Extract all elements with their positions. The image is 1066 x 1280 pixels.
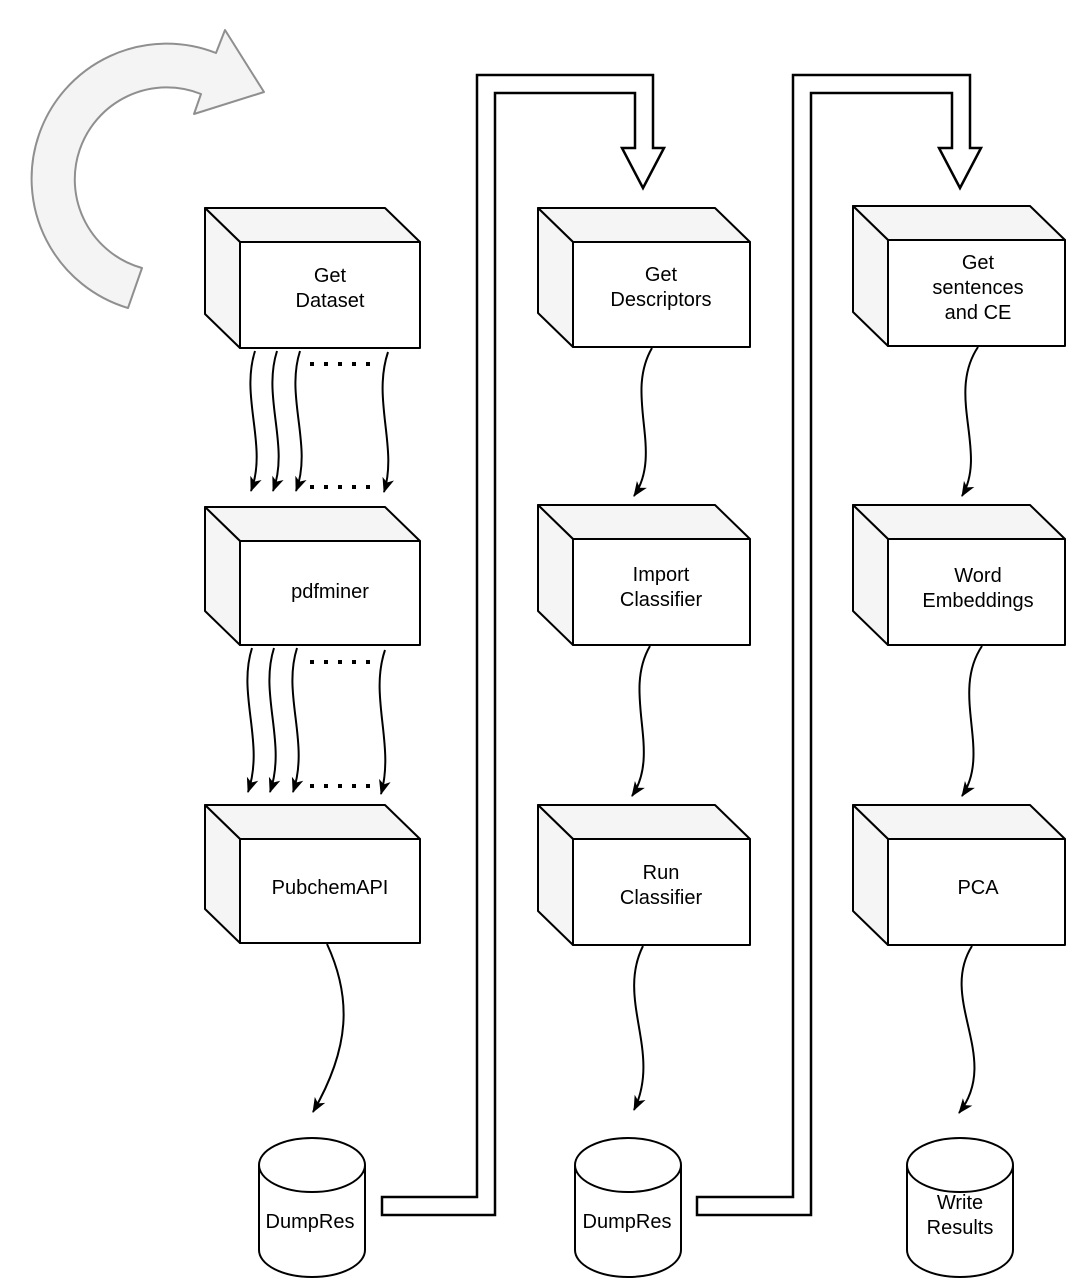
ellipsis-dots-row (310, 362, 370, 366)
wavy-arrow-getsentences-to-wordembeddings (961, 346, 979, 497)
box-front-face (572, 241, 751, 348)
wavy-arrow (381, 351, 394, 493)
wavy-arrow (268, 647, 281, 793)
wavy-arrow (291, 647, 304, 793)
box-top-face (204, 207, 421, 243)
wavy-arrows-getdataset-to-pdfminer (249, 350, 394, 493)
wavy-arrow (246, 647, 259, 793)
wavy-arrow-pca-to-writeresults (958, 945, 976, 1114)
pipe-arrow-dumpres2-to-getsentences (695, 73, 984, 1217)
node-dumpres-1: DumpRes (258, 1137, 366, 1278)
node-label: DumpRes (583, 1211, 672, 1233)
box-front-face (887, 538, 1066, 646)
box-top-face (204, 804, 421, 840)
wavy-arrow (271, 350, 284, 492)
wavy-arrow-getdescriptors-to-importclassifier (633, 347, 653, 497)
loop-arrow-icon (30, 29, 265, 309)
box-front-face (239, 241, 421, 349)
node-pubchemapi: PubchemAPI (204, 804, 421, 944)
wavy-arrow (294, 350, 307, 492)
cylinder-top (258, 1137, 366, 1193)
box-top-face (204, 506, 421, 542)
cylinder-body (906, 1165, 1014, 1278)
wavy-arrow-runclassifier-to-dumpres2 (633, 945, 646, 1111)
wavy-arrows-pdfminer-to-pubchemapi (246, 647, 391, 795)
wavy-arrow-pubchemapi-to-dumpres1 (312, 943, 345, 1113)
box-top-face (537, 207, 751, 243)
box-top-face (537, 504, 751, 540)
box-top-face (852, 804, 1066, 840)
cylinder-body (258, 1165, 366, 1278)
cylinder-top (574, 1137, 682, 1193)
node-label: pdfminer (291, 581, 369, 603)
node-dumpres-2: DumpRes (574, 1137, 682, 1278)
box-top-face (852, 205, 1066, 241)
ellipsis-dots-row (310, 485, 370, 489)
box-front-face (239, 540, 421, 646)
ellipsis-dots-row (310, 784, 370, 788)
node-pdfminer: pdfminer (204, 506, 421, 646)
cylinder-top (906, 1137, 1014, 1193)
box-top-face (537, 804, 751, 840)
wavy-arrow-wordembeddings-to-pca (961, 645, 983, 797)
box-top-face (852, 504, 1066, 540)
wavy-arrow-importclassifier-to-runclassifier (631, 645, 651, 797)
node-label: PubchemAPI (272, 877, 389, 899)
box-front-face (887, 838, 1066, 946)
ellipsis-dots-row (310, 660, 370, 664)
pipe-arrow-dumpres1-to-getdescriptors (380, 73, 667, 1217)
cylinder-body (574, 1165, 682, 1278)
wavy-arrow (249, 350, 262, 492)
box-front-face (572, 838, 751, 946)
box-front-face (239, 838, 421, 944)
box-front-face (887, 239, 1066, 347)
node-pca: PCA (852, 804, 1066, 946)
box-front-face (572, 538, 751, 646)
wavy-arrow (378, 649, 391, 795)
node-label: DumpRes (266, 1211, 355, 1233)
node-label: PCA (957, 877, 999, 899)
